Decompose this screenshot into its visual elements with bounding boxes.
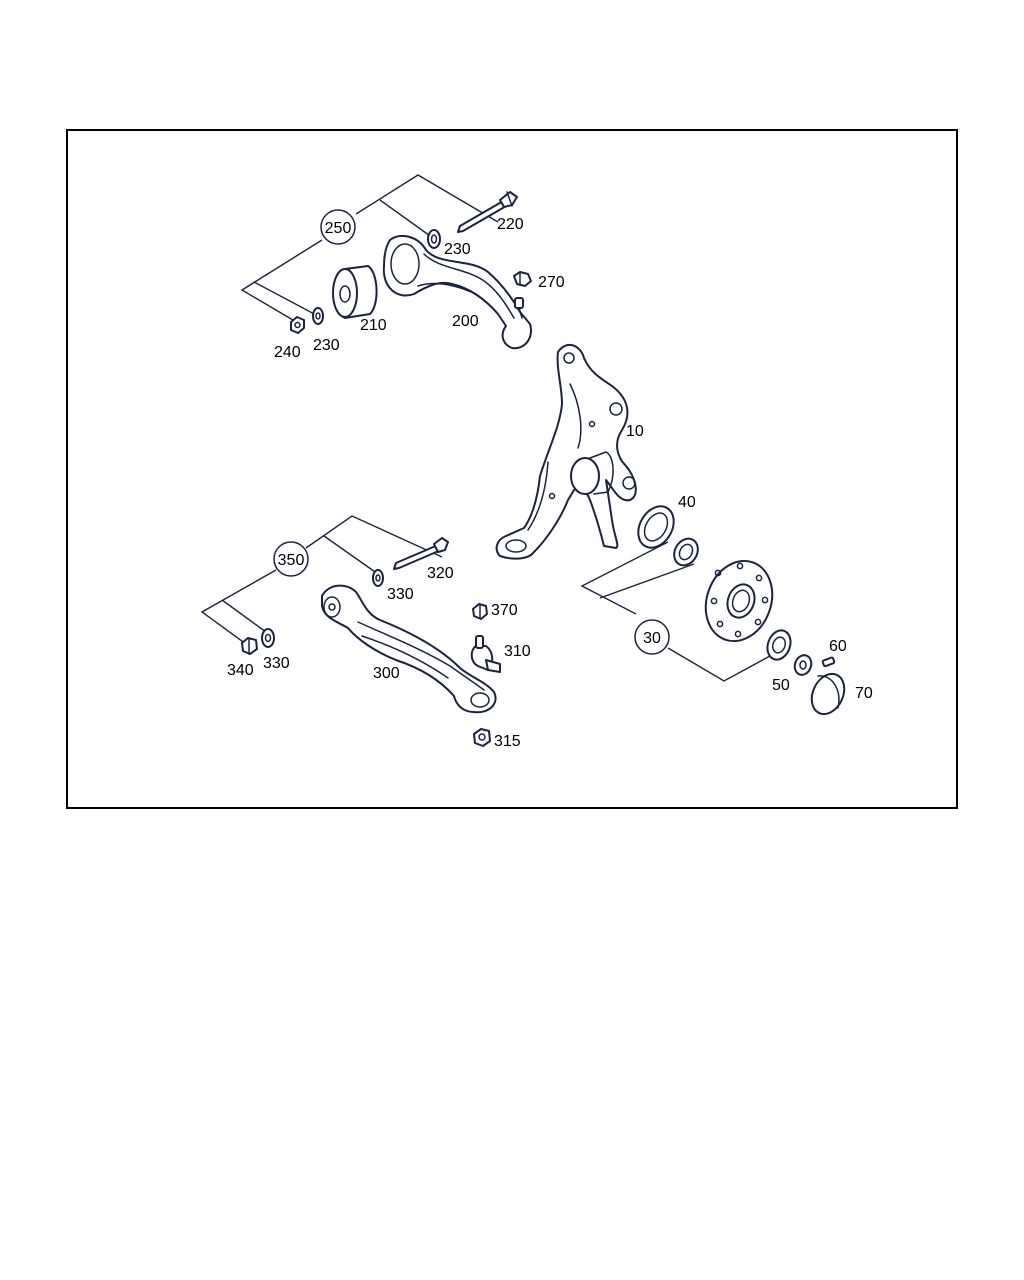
callout-70: 70 [855, 685, 873, 702]
callout-310: 310 [504, 643, 531, 660]
callout-40: 40 [678, 494, 696, 511]
upper-arm-200 [382, 234, 532, 350]
leader-lines-30 [580, 541, 771, 682]
washer-230-upper [427, 229, 441, 249]
group-label-250: 250 [325, 220, 352, 237]
callout-60: 60 [829, 638, 847, 655]
callout-230-upper: 230 [444, 241, 471, 258]
wheel-hub [704, 559, 774, 643]
steering-knuckle-10 [495, 343, 637, 560]
lower-arm-300 [321, 584, 497, 714]
callout-370: 370 [491, 602, 518, 619]
washer-230-lower [312, 307, 324, 325]
callout-220: 220 [497, 216, 524, 233]
seal-40 [637, 505, 675, 549]
callout-330-upper: 330 [387, 586, 414, 603]
outer-bearing [766, 629, 792, 661]
washer-330-lower [261, 628, 275, 648]
bushing-210 [332, 265, 378, 319]
bearing [673, 537, 699, 567]
callout-315: 315 [494, 733, 521, 750]
group-350-callout: 350 [273, 541, 309, 577]
callout-340: 340 [227, 662, 254, 679]
callout-50: 50 [772, 677, 790, 694]
callout-330-lower: 330 [263, 655, 290, 672]
nut-270 [513, 271, 532, 287]
callout-10: 10 [626, 423, 644, 440]
callout-200: 200 [452, 313, 479, 330]
group-30-callout: 30 [634, 619, 670, 655]
diagram-border [66, 129, 958, 809]
callout-270: 270 [538, 274, 565, 291]
ball-joint-310 [470, 635, 501, 673]
callout-230-lower: 230 [313, 337, 340, 354]
leader-lines-250 [240, 174, 499, 324]
callout-300: 300 [373, 665, 400, 682]
group-250-callout: 250 [320, 209, 356, 245]
nut-315 [473, 728, 491, 747]
washer-50 [793, 654, 813, 676]
leader-lines-350 [200, 515, 443, 645]
screw-60 [821, 656, 836, 668]
bolt-320 [393, 537, 449, 570]
cap-70 [810, 672, 846, 716]
group-label-30: 30 [643, 630, 661, 647]
nut-240 [290, 316, 305, 334]
callout-210: 210 [360, 317, 387, 334]
callout-240: 240 [274, 344, 301, 361]
washer-330-upper [372, 569, 384, 587]
group-label-350: 350 [278, 552, 305, 569]
bolt-220 [457, 191, 518, 233]
nut-370 [472, 603, 488, 620]
callout-320: 320 [427, 565, 454, 582]
nut-340 [241, 637, 258, 655]
